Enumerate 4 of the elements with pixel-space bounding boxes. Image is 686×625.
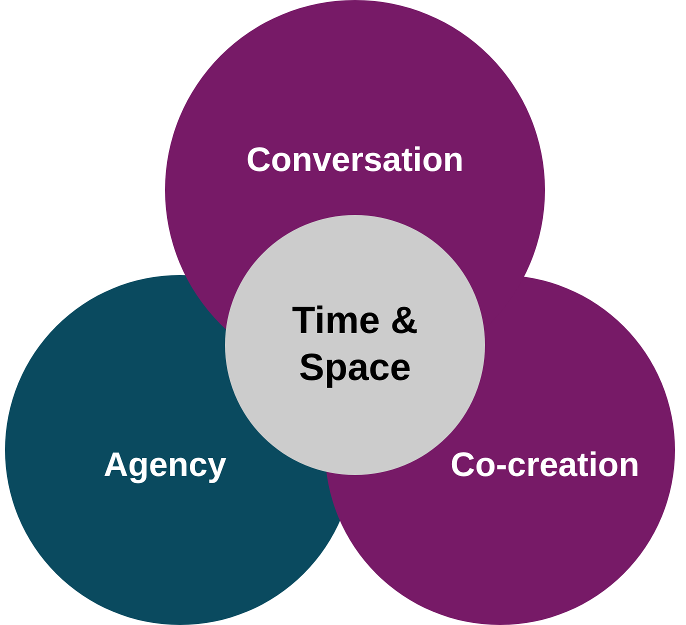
- circle-label: Time & Space: [290, 298, 419, 391]
- circle-label: Agency: [102, 444, 228, 486]
- circle-label: Co-creation: [450, 444, 640, 486]
- circle-label: Conversation: [245, 140, 465, 180]
